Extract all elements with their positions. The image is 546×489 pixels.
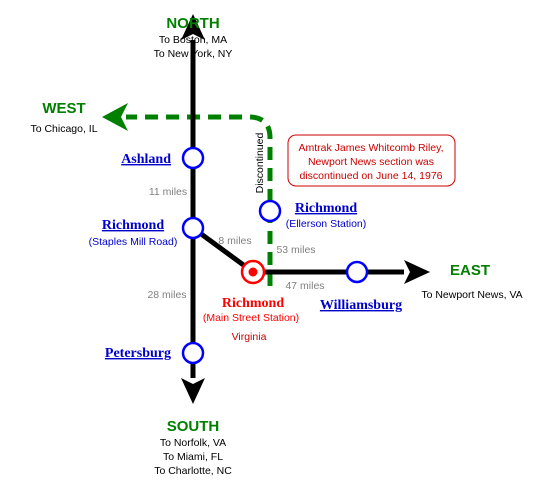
distance-staples-petersburg: 28 miles bbox=[147, 289, 186, 301]
north-destination: To Boston, MA bbox=[159, 34, 227, 46]
distance-ellerson-main: 53 miles bbox=[276, 244, 315, 256]
discontinued-label: Discontinued bbox=[254, 132, 266, 193]
station-marker-ashland bbox=[181, 146, 205, 170]
note-line: Amtrak James Whitcomb Riley, bbox=[298, 142, 443, 154]
station-label-richmond-main: Richmond bbox=[222, 296, 284, 311]
distance-staples-main: 8 miles bbox=[218, 235, 251, 247]
west-label: WEST bbox=[42, 100, 85, 117]
station-marker-richmond-main bbox=[240, 259, 266, 285]
east-arrow-head bbox=[404, 260, 430, 284]
state-label: Virginia bbox=[232, 331, 267, 343]
south-arrow-head bbox=[181, 378, 205, 404]
station-label-richmond-ellerson[interactable]: Richmond bbox=[295, 201, 357, 216]
discontinuation-note: Amtrak James Whitcomb Riley, Newport New… bbox=[287, 134, 456, 187]
station-marker-richmond-ellerson bbox=[258, 199, 282, 223]
note-line: discontinued on June 14, 1976 bbox=[299, 170, 442, 182]
south-destination: To Charlotte, NC bbox=[154, 465, 232, 477]
east-destination: To Newport News, VA bbox=[421, 289, 522, 301]
station-label-williamsburg[interactable]: Williamsburg bbox=[320, 298, 402, 313]
north-south-line bbox=[181, 14, 205, 404]
west-destination: To Chicago, IL bbox=[30, 123, 97, 135]
staples-main-spur bbox=[191, 225, 255, 275]
west-arrow-head bbox=[102, 103, 128, 131]
distance-ashland-staples: 11 miles bbox=[149, 186, 187, 198]
east-label: EAST bbox=[450, 262, 490, 279]
station-sublabel-richmond-staples: (Staples Mill Road) bbox=[89, 236, 178, 248]
distance-main-williamsburg: 47 miles bbox=[285, 280, 324, 292]
station-sublabel-richmond-ellerson: (Ellerson Station) bbox=[286, 218, 367, 230]
south-destination: To Miami, FL bbox=[163, 451, 223, 463]
station-label-petersburg[interactable]: Petersburg bbox=[105, 346, 171, 361]
south-destination: To Norfolk, VA bbox=[160, 437, 226, 449]
station-label-ashland[interactable]: Ashland bbox=[121, 152, 171, 167]
north-destination: To New York, NY bbox=[154, 48, 233, 60]
discontinued-route bbox=[102, 103, 273, 286]
station-marker-petersburg bbox=[181, 341, 205, 365]
station-marker-williamsburg bbox=[345, 260, 369, 284]
south-label: SOUTH bbox=[167, 418, 220, 435]
north-label: NORTH bbox=[166, 15, 219, 32]
station-marker-richmond-staples bbox=[181, 216, 205, 240]
east-line bbox=[253, 260, 430, 284]
station-label-richmond-staples[interactable]: Richmond bbox=[102, 218, 164, 233]
north-arrow-head bbox=[181, 14, 205, 40]
note-line: Newport News section was bbox=[308, 156, 434, 168]
station-sublabel-richmond-main: (Main Street Station) bbox=[203, 312, 299, 324]
